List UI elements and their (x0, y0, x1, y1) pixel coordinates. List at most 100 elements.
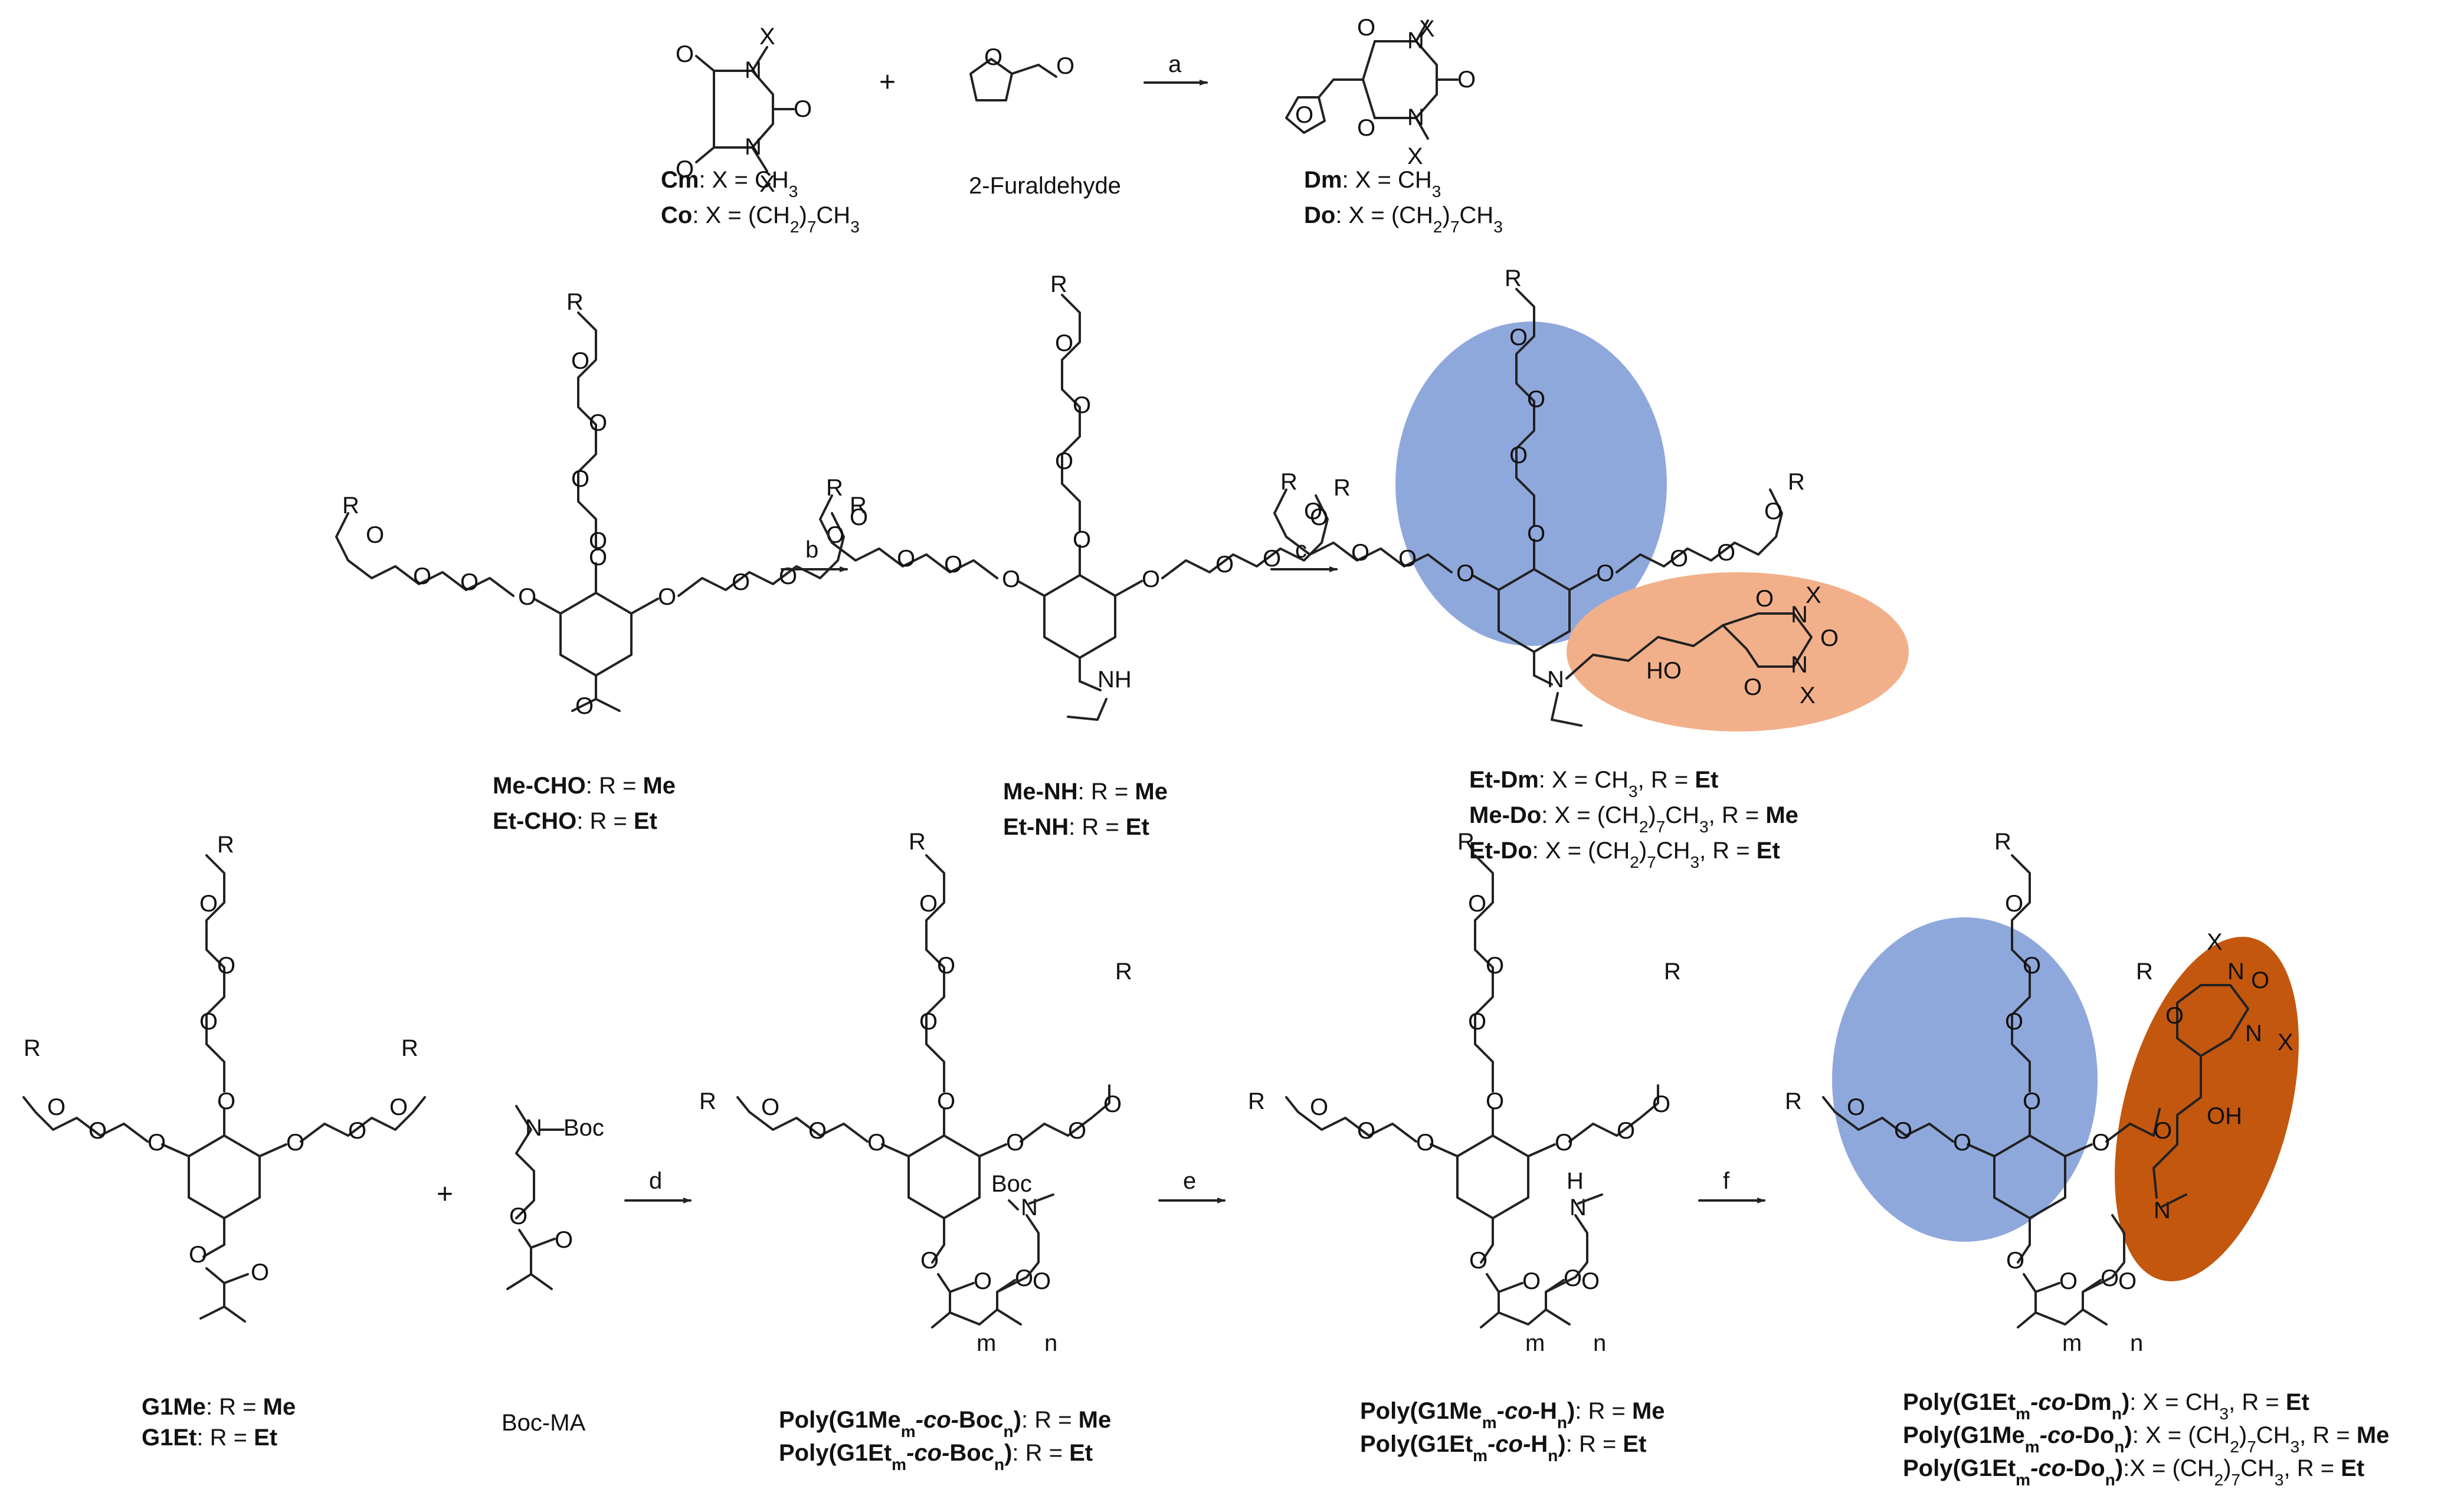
atom-o: O (1055, 448, 1073, 474)
label-dm: Dm: X = CH3 (1304, 167, 1441, 201)
atom-o: O (2005, 891, 2023, 917)
atom-r: R (342, 493, 359, 519)
atom-r: R (1788, 469, 1805, 495)
atom-o: O (1357, 15, 1375, 41)
label-poly-me-boc: Poly(G1Mem-co-Bocn): R = Me (779, 1407, 1111, 1441)
atom-r: R (1280, 469, 1297, 495)
atom-o: O (1652, 1091, 1670, 1117)
dendron-highlight-blue (1832, 917, 2098, 1242)
atom-x: X (1800, 683, 1816, 708)
label-co: Co: X = (CH2)7CH3 (661, 202, 860, 236)
subscript-m: m (977, 1330, 996, 1356)
atom-o: O (217, 953, 235, 979)
atom-nh: NH (1097, 667, 1132, 693)
atom-boc: Boc (991, 1171, 1032, 1197)
atom-o: O (1820, 625, 1839, 651)
atom-o: O (761, 1094, 779, 1120)
dendron-highlight-blue (1395, 322, 1667, 646)
label-g1me: G1Me: R = Me (142, 1394, 296, 1420)
label-poly-me-do: Poly(G1Mem-co-Don): X = (CH2)7CH3, R = M… (1903, 1422, 2389, 1456)
atom-o: O (897, 546, 915, 572)
atom-n: N (525, 1115, 542, 1141)
atom-r: R (1050, 271, 1067, 297)
atom-o: O (1486, 953, 1504, 979)
atom-o: O (2023, 953, 2041, 979)
boc-methacrylate-structure: N Boc O O (506, 1105, 604, 1290)
label-et-cho: Et-CHO: R = Et (493, 808, 657, 834)
atom-o: O (1142, 566, 1160, 592)
atom-o: O (575, 693, 594, 719)
atom-o: O (1764, 498, 1783, 524)
atom-o: O (1617, 1118, 1635, 1144)
atom-ho: HO (1646, 658, 1682, 684)
atom-r: R (1664, 959, 1681, 985)
atom-o: O (1073, 392, 1091, 418)
atom-o: O (984, 44, 1002, 70)
label-cm: Cm: X = CH3 (661, 167, 798, 201)
atom-x: X (2207, 929, 2223, 955)
atom-n: N (2245, 1021, 2262, 1047)
atom-o: O (937, 1088, 955, 1114)
atom-o: O (808, 1118, 827, 1144)
atom-o: O (389, 1094, 408, 1120)
label-boc-ma: Boc-MA (502, 1410, 586, 1436)
atom-r: R (1785, 1088, 1802, 1114)
label-me-cho: Me-CHO: R = Me (493, 773, 676, 799)
atom-o: O (794, 96, 812, 122)
atom-o: O (1295, 102, 1313, 128)
atom-o: O (348, 1118, 366, 1144)
label-poly-me-h: Poly(G1Mem-co-Hn): R = Me (1360, 1398, 1665, 1432)
atom-o: O (1033, 1268, 1051, 1294)
atom-o: O (1755, 586, 1774, 612)
merocyanine-highlight-dark-orange (2115, 936, 2299, 1282)
dendron-methacrylate-structure: O O O O O O R O O O R O O O R (22, 832, 426, 1323)
atom-o: O (1357, 1118, 1375, 1144)
atom-o: O (1522, 1268, 1541, 1294)
label-poly-et-boc: Poly(G1Etm-co-Bocn): R = Et (779, 1440, 1093, 1474)
atom-o: O (2251, 967, 2269, 993)
atom-n: N (1021, 1195, 1038, 1221)
atom-o: O (2165, 1003, 2184, 1029)
atom-o: O (589, 410, 607, 436)
plus-sign: + (437, 1179, 453, 1210)
step-label-a: a (1168, 51, 1182, 77)
atom-o: O (1744, 674, 1762, 700)
atom-o: O (1509, 442, 1528, 468)
atom-o: O (47, 1094, 65, 1120)
label-do: Do: X = (CH2)7CH3 (1304, 202, 1503, 236)
atom-o: O (1002, 566, 1020, 592)
step-label-d: d (649, 1168, 662, 1194)
atom-o: O (199, 1009, 218, 1035)
atom-r: R (1457, 829, 1475, 855)
label-g1et: G1Et: R = Et (142, 1425, 277, 1451)
atom-o: O (555, 1227, 573, 1253)
atom-o: O (413, 563, 431, 589)
atom-o: O (251, 1259, 269, 1285)
atom-o: O (1670, 546, 1688, 572)
atom-r: R (826, 475, 843, 501)
label-poly-et-dm: Poly(G1Etm-co-Dmn): X = CH3, R = Et (1903, 1389, 2309, 1423)
atom-r: R (1505, 265, 1522, 291)
dendron-cho-structure: O O O O O O R O O O O R O O O O R (335, 289, 867, 719)
atom-r: R (850, 493, 867, 519)
furaldehyde-structure: O O (969, 44, 1074, 101)
atom-o: O (944, 552, 962, 578)
label-poly-et-do: Poly(G1Etm-co-Don):X = (CH2)7CH3, R = Et (1903, 1455, 2364, 1489)
atom-o: O (1263, 546, 1281, 572)
atom-o: O (2059, 1268, 2078, 1294)
atom-o: O (919, 1009, 938, 1035)
atom-o: O (1357, 115, 1375, 141)
atom-o: O (919, 891, 938, 917)
atom-o: O (199, 891, 218, 917)
label-me-nh: Me-NH: R = Me (1003, 779, 1168, 805)
barbiturate-c-structure: O O O N N X X (676, 24, 812, 197)
atom-o: O (1527, 386, 1545, 412)
atom-boc: Boc (563, 1115, 604, 1141)
atom-o: O (518, 584, 536, 610)
atom-n: N (745, 134, 762, 160)
atom-o: O (1555, 1130, 1573, 1156)
atom-o: O (850, 504, 868, 530)
atom-r: R (24, 1035, 41, 1061)
atom-h: H (1567, 1168, 1584, 1194)
label-et-nh: Et-NH: R = Et (1003, 814, 1149, 840)
